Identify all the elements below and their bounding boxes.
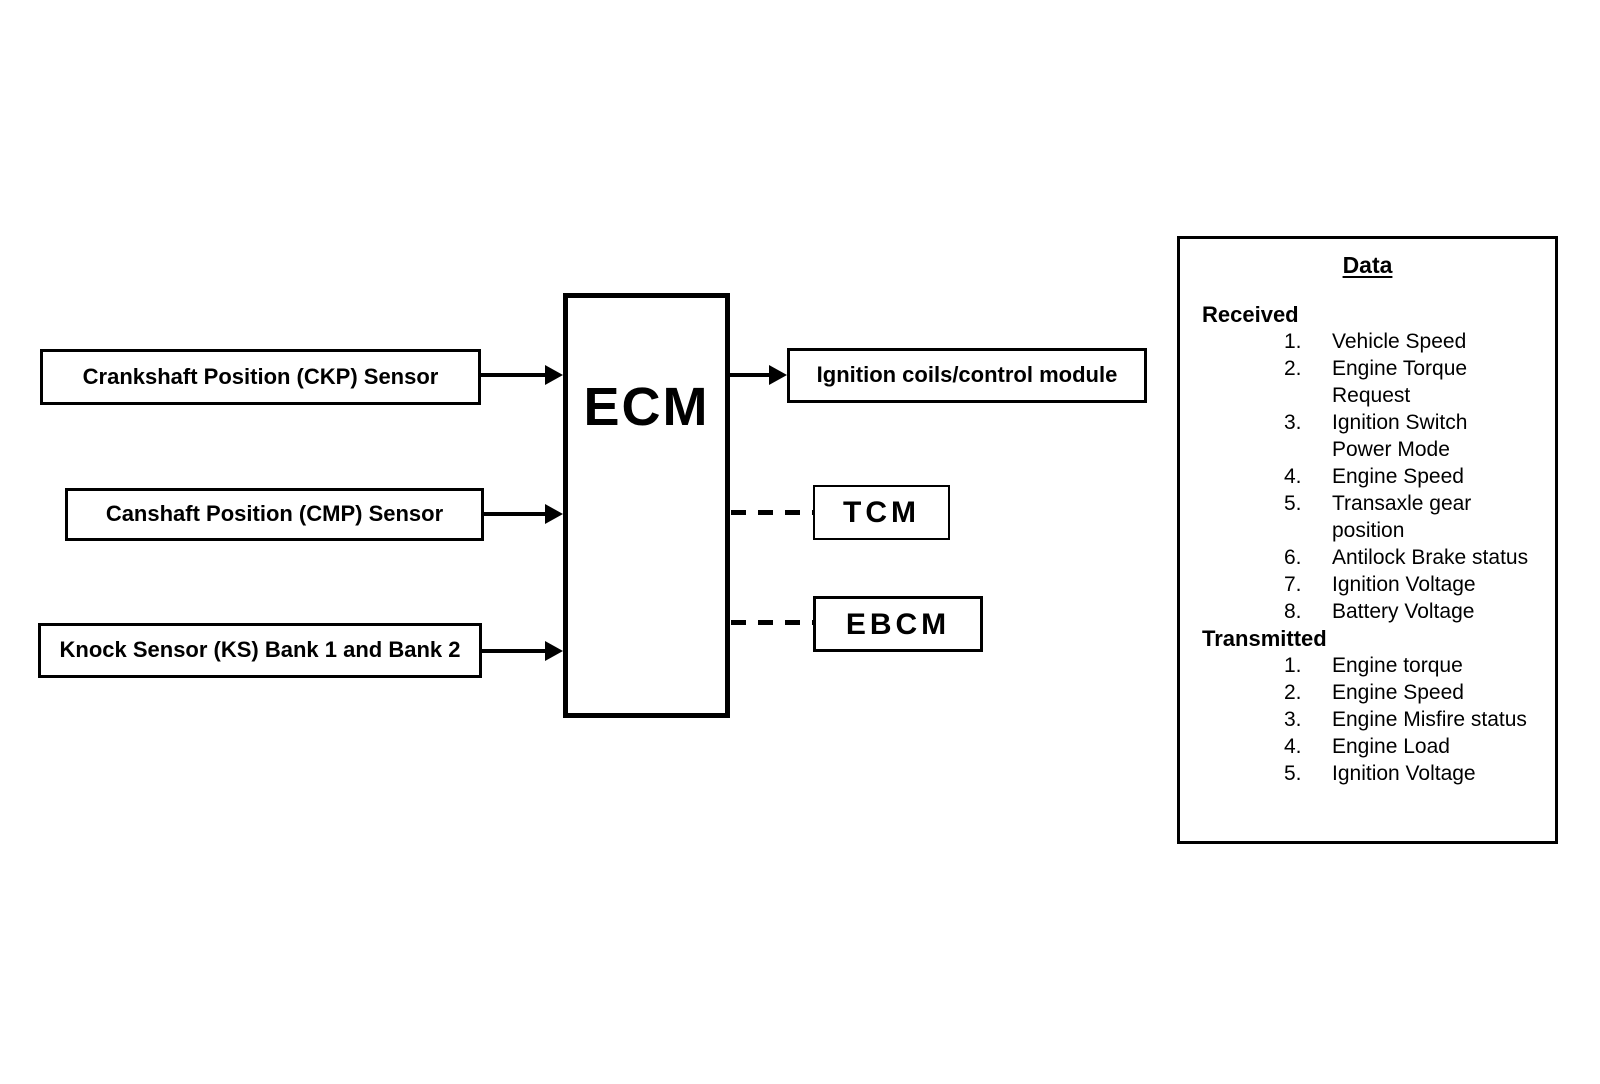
received-item: 7. Ignition Voltage: [1284, 571, 1555, 598]
connector-ecm-to-ignition-coils: [730, 373, 770, 377]
received-item-number: 5.: [1284, 492, 1302, 515]
received-item-number: 2.: [1284, 357, 1302, 380]
output-label-ebcm: EBCM: [845, 607, 951, 641]
received-item-text: Antilock Brake status: [1332, 546, 1529, 569]
transmitted-item: 4. Engine Load: [1284, 733, 1555, 760]
received-item-text: Transaxle gear position: [1332, 492, 1472, 542]
received-item-text: Ignition Voltage: [1332, 573, 1476, 596]
output-box-tcm: TCM: [813, 485, 950, 540]
sensor-label-camshaft-position: Canshaft Position (CMP) Sensor: [105, 501, 444, 527]
ecm-box: ECM: [563, 293, 730, 718]
transmitted-item-text: Engine Misfire status: [1332, 708, 1527, 731]
received-item: 3. Ignition Switch Power Mode: [1284, 409, 1555, 463]
received-item-number: 7.: [1284, 573, 1302, 596]
transmitted-item-number: 4.: [1284, 735, 1302, 758]
sensor-box-camshaft-position: Canshaft Position (CMP) Sensor: [65, 488, 484, 541]
received-item: 8. Battery Voltage: [1284, 598, 1555, 625]
transmitted-heading: Transmitted: [1202, 626, 1327, 651]
received-item-text: Vehicle Speed: [1332, 330, 1467, 353]
arrowhead-ks-to-ecm-icon: [545, 641, 563, 661]
arrowhead-ecm-to-ignition-coils-icon: [769, 365, 787, 385]
transmitted-item: 5. Ignition Voltage: [1284, 760, 1555, 787]
received-item-number: 6.: [1284, 546, 1302, 569]
sensor-box-crankshaft-position: Crankshaft Position (CKP) Sensor: [40, 349, 481, 405]
sensor-box-knock-sensor: Knock Sensor (KS) Bank 1 and Bank 2: [38, 623, 482, 678]
transmitted-item-number: 3.: [1284, 708, 1302, 731]
dashed-connector-ecm-to-tcm: [731, 510, 813, 515]
received-item: 4. Engine Speed: [1284, 463, 1555, 490]
received-item: 5. Transaxle gear position: [1284, 490, 1555, 544]
transmitted-item-number: 5.: [1284, 762, 1302, 785]
transmitted-item: 2. Engine Speed: [1284, 679, 1555, 706]
transmitted-item-text: Engine torque: [1332, 654, 1463, 677]
connector-cmp-to-ecm: [484, 512, 547, 516]
transmitted-item-text: Ignition Voltage: [1332, 762, 1476, 785]
output-box-ebcm: EBCM: [813, 596, 983, 652]
received-item: 1. Vehicle Speed: [1284, 328, 1555, 355]
output-label-tcm: TCM: [843, 496, 920, 529]
connector-ckp-to-ecm: [481, 373, 547, 377]
arrowhead-cmp-to-ecm-icon: [545, 504, 563, 524]
transmitted-item-text: Engine Load: [1332, 735, 1450, 758]
data-panel: Data Received 1. Vehicle Speed 2. Engine…: [1177, 236, 1558, 844]
received-item: 6. Antilock Brake status: [1284, 544, 1555, 571]
transmitted-item: 3. Engine Misfire status: [1284, 706, 1555, 733]
received-item: 2. Engine Torque Request: [1284, 355, 1555, 409]
received-item-number: 8.: [1284, 600, 1302, 623]
dashed-connector-ecm-to-ebcm: [731, 620, 813, 625]
output-box-ignition-coils: Ignition coils/control module: [787, 348, 1147, 403]
received-item-number: 3.: [1284, 411, 1302, 434]
ecm-label: ECM: [583, 377, 710, 437]
received-item-number: 4.: [1284, 465, 1302, 488]
transmitted-item-number: 1.: [1284, 654, 1302, 677]
connector-ks-to-ecm: [482, 649, 547, 653]
received-item-text: Ignition Switch Power Mode: [1332, 411, 1468, 461]
transmitted-item-number: 2.: [1284, 681, 1302, 704]
output-label-ignition-coils: Ignition coils/control module: [816, 362, 1118, 388]
transmitted-item: 1. Engine torque: [1284, 652, 1555, 679]
sensor-label-crankshaft-position: Crankshaft Position (CKP) Sensor: [82, 363, 439, 389]
transmitted-item-text: Engine Speed: [1332, 681, 1464, 704]
sensor-label-knock-sensor: Knock Sensor (KS) Bank 1 and Bank 2: [59, 637, 461, 663]
received-item-text: Engine Torque Request: [1332, 357, 1468, 407]
received-heading: Received: [1202, 302, 1299, 327]
arrowhead-ckp-to-ecm-icon: [545, 365, 563, 385]
data-panel-title: Data: [1342, 252, 1393, 278]
received-item-text: Engine Speed: [1332, 465, 1464, 488]
received-item-number: 1.: [1284, 330, 1302, 353]
received-item-text: Battery Voltage: [1332, 600, 1475, 623]
